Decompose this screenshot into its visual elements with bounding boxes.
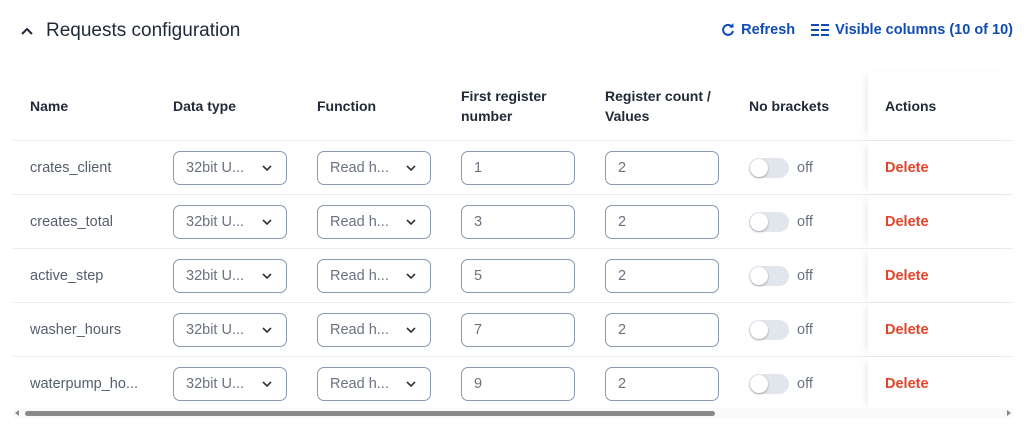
chevron-down-icon <box>262 164 272 171</box>
chevron-down-icon <box>406 218 416 225</box>
function-value: Read h... <box>330 267 389 284</box>
toggle-state: off <box>797 375 813 392</box>
first-register-input[interactable]: 3 <box>461 204 575 239</box>
first-register-input[interactable]: 1 <box>461 150 575 185</box>
no-brackets-toggle[interactable] <box>749 211 789 232</box>
data-type-select[interactable]: 32bit U... <box>173 366 287 401</box>
first-register-input[interactable]: 9 <box>461 366 575 401</box>
col-no-brackets: No brackets <box>749 98 830 114</box>
function-value: Read h... <box>330 213 389 230</box>
chevron-down-icon <box>406 326 416 333</box>
first-register-input[interactable]: 5 <box>461 258 575 293</box>
horizontal-scrollbar[interactable] <box>13 408 1013 418</box>
section-header[interactable]: Requests configuration <box>20 20 240 42</box>
chevron-down-icon <box>406 380 416 387</box>
row-name: washer_hours <box>30 321 122 338</box>
register-count-input[interactable]: 2 <box>605 150 719 185</box>
table-row: crates_client 32bit U... Read h... 1 2 o… <box>13 141 1013 195</box>
no-brackets-toggle[interactable] <box>749 157 789 178</box>
function-select[interactable]: Read h... <box>317 312 431 347</box>
scroll-left-icon[interactable] <box>15 410 19 416</box>
data-type-value: 32bit U... <box>186 267 245 284</box>
delete-button[interactable]: Delete <box>885 321 929 338</box>
delete-button[interactable]: Delete <box>885 213 929 230</box>
chevron-down-icon <box>262 380 272 387</box>
register-count-input[interactable]: 2 <box>605 258 719 293</box>
register-count-input[interactable]: 2 <box>605 366 719 401</box>
data-type-select[interactable]: 32bit U... <box>173 204 287 239</box>
table-row: waterpump_ho... 32bit U... Read h... 9 2… <box>13 357 1013 411</box>
data-type-select[interactable]: 32bit U... <box>173 312 287 347</box>
scroll-right-icon[interactable] <box>1007 410 1011 416</box>
data-type-value: 32bit U... <box>186 375 245 392</box>
chevron-down-icon <box>262 272 272 279</box>
register-count-input[interactable]: 2 <box>605 312 719 347</box>
function-value: Read h... <box>330 159 389 176</box>
no-brackets-toggle[interactable] <box>749 373 789 394</box>
row-name: crates_client <box>30 159 112 176</box>
col-first-register: First register number <box>461 88 547 124</box>
col-data-type: Data type <box>173 98 237 114</box>
section-title: Requests configuration <box>46 20 241 41</box>
row-name: waterpump_ho... <box>30 375 139 392</box>
refresh-icon <box>722 23 735 36</box>
function-select[interactable]: Read h... <box>317 366 431 401</box>
function-select[interactable]: Read h... <box>317 204 431 239</box>
visible-columns-button[interactable]: Visible columns (10 of 10) <box>811 22 1013 38</box>
col-name: Name <box>30 98 69 114</box>
visible-columns-label: Visible columns (10 of 10) <box>835 22 1013 38</box>
data-type-select[interactable]: 32bit U... <box>173 150 287 185</box>
row-name: active_step <box>30 267 104 284</box>
columns-icon <box>811 24 830 36</box>
table-row: creates_total 32bit U... Read h... 3 2 o… <box>13 195 1013 249</box>
col-actions: Actions <box>868 72 1013 140</box>
col-function: Function <box>317 98 377 114</box>
data-type-value: 32bit U... <box>186 213 245 230</box>
chevron-down-icon <box>262 326 272 333</box>
refresh-label: Refresh <box>741 22 796 38</box>
toggle-state: off <box>797 321 813 338</box>
first-register-input[interactable]: 7 <box>461 312 575 347</box>
toggle-state: off <box>797 159 813 176</box>
table-header: Name Data type Function First register n… <box>13 72 1013 141</box>
register-count-input[interactable]: 2 <box>605 204 719 239</box>
function-select[interactable]: Read h... <box>317 258 431 293</box>
chevron-down-icon <box>262 218 272 225</box>
table-row: active_step 32bit U... Read h... 5 2 off… <box>13 249 1013 303</box>
data-type-select[interactable]: 32bit U... <box>173 258 287 293</box>
function-select[interactable]: Read h... <box>317 150 431 185</box>
scrollbar-thumb[interactable] <box>25 411 715 416</box>
function-value: Read h... <box>330 375 389 392</box>
row-name: creates_total <box>30 213 114 230</box>
toggle-state: off <box>797 213 813 230</box>
refresh-button[interactable]: Refresh <box>721 22 795 38</box>
no-brackets-toggle[interactable] <box>749 319 789 340</box>
chevron-down-icon <box>406 164 416 171</box>
chevron-down-icon <box>406 272 416 279</box>
table-row: washer_hours 32bit U... Read h... 7 2 of… <box>13 303 1013 357</box>
chevron-up-icon[interactable] <box>20 24 34 38</box>
delete-button[interactable]: Delete <box>885 375 929 392</box>
data-type-value: 32bit U... <box>186 159 245 176</box>
no-brackets-toggle[interactable] <box>749 265 789 286</box>
delete-button[interactable]: Delete <box>885 267 929 284</box>
delete-button[interactable]: Delete <box>885 159 929 176</box>
requests-table: Name Data type Function First register n… <box>13 72 1013 411</box>
toggle-state: off <box>797 267 813 284</box>
function-value: Read h... <box>330 321 389 338</box>
col-register-count: Register count / Values <box>605 88 711 124</box>
data-type-value: 32bit U... <box>186 321 245 338</box>
